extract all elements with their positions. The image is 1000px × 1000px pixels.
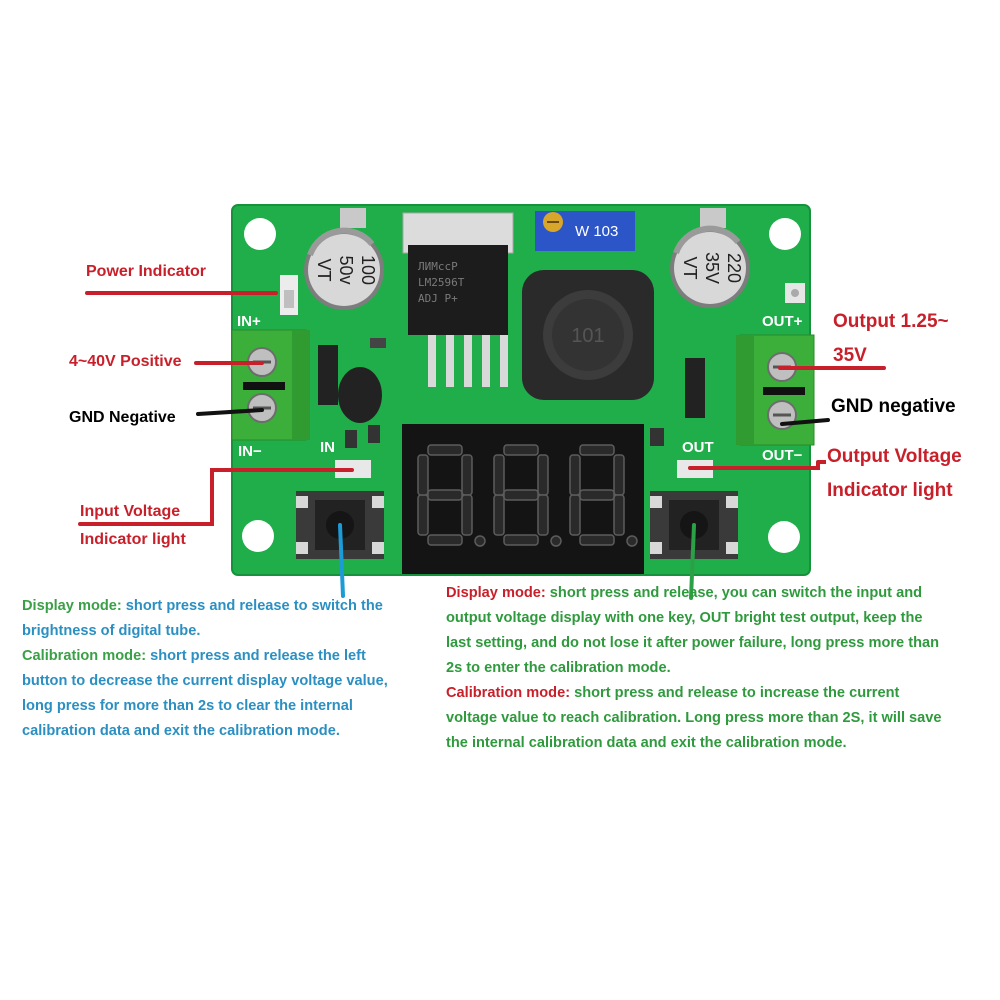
- output-terminal-block: [736, 334, 815, 446]
- silk-out: OUT: [682, 439, 714, 456]
- right-calibration-text-3: the internal calibration data and exit t…: [446, 735, 847, 751]
- left-calibration-text-4: calibration data and exit the calibratio…: [22, 723, 340, 739]
- right-display-mode-text-4: 2s to enter the calibration mode.: [446, 660, 671, 676]
- left-button-description: Display mode: short press and release to…: [22, 594, 432, 744]
- right-calibration-text-2: voltage value to reach calibration. Long…: [446, 710, 942, 726]
- digit-1-decimal-point: [474, 535, 486, 547]
- silk-out-minus: OUT−: [762, 447, 803, 464]
- right-button-description: Display mode: short press and release, y…: [446, 581, 991, 756]
- digit-2-segment-1: [503, 444, 539, 456]
- callout-lines: [78, 291, 886, 600]
- inductor: 101: [522, 270, 654, 400]
- left-calibration-text-2: button to decrease the current display v…: [22, 673, 388, 689]
- digit-3-decimal-point: [626, 535, 638, 547]
- right-button-pointer: [689, 523, 696, 600]
- right-calibration-heading: Calibration mode:: [446, 685, 571, 701]
- digit-3-segment-4: [579, 534, 615, 546]
- digit-2-segment-2: [537, 454, 549, 496]
- input-led-label-line-1: Input Voltage: [80, 503, 181, 520]
- regulator-line-1: ЛИМccР: [418, 260, 458, 273]
- digit-1-segment-1: [427, 444, 463, 456]
- cap-left-voltage: 50v: [336, 255, 356, 284]
- digit-3-segment-7: [579, 489, 615, 501]
- power-led: [280, 275, 298, 315]
- input-terminal-block: [231, 329, 310, 441]
- pcb-board: [232, 205, 810, 575]
- inductor-label: 101: [571, 325, 604, 347]
- left-calibration-heading: Calibration mode:: [22, 648, 147, 664]
- digit-1-segment-7: [427, 489, 463, 501]
- silk-in-minus: IN−: [238, 443, 262, 460]
- potentiometer: W 103: [535, 211, 635, 251]
- silk-out-plus: OUT+: [762, 313, 803, 330]
- gnd-negative-line: [196, 408, 264, 416]
- seven-segment-display: [402, 424, 644, 574]
- left-display-mode-heading: Display mode:: [22, 598, 122, 614]
- right-display-mode-text-1: short press and release, you can switch …: [545, 585, 923, 601]
- digit-3-segment-5: [569, 494, 581, 536]
- digit-3-segment-6: [569, 454, 581, 496]
- digit-2-segment-7: [503, 489, 539, 501]
- digit-2-segment-4: [503, 534, 539, 546]
- pot-label: W 103: [575, 223, 618, 240]
- mounting-holes: [242, 218, 801, 553]
- power-indicator-label: Power Indicator: [86, 263, 207, 280]
- silk-in-plus: IN+: [237, 313, 261, 330]
- regulator-line-2: LM2596T: [418, 276, 465, 289]
- cap-right-value: 220: [724, 253, 744, 283]
- input-led-label-line-2: Indicator light: [80, 531, 186, 548]
- capacitor-right: 220 35V VT: [670, 208, 750, 308]
- left-display-mode-text-2: brightness of digital tube.: [22, 623, 201, 639]
- regulator-line-3: ADJ P+: [418, 292, 458, 305]
- left-calibration-text-1: short press and release the left: [146, 648, 366, 664]
- right-display-mode-heading: Display mode:: [446, 585, 546, 601]
- right-display-mode-text-2: output voltage display with one key, OUT…: [446, 610, 923, 626]
- digit-1-segment-6: [417, 454, 429, 496]
- cap-right-brand: VT: [680, 256, 700, 279]
- digit-1-segment-3: [461, 494, 473, 536]
- gnd-negative-label: GND Negative: [69, 409, 176, 426]
- silk-in: IN: [320, 439, 335, 456]
- gnd-negative-out-label: GND negative: [831, 396, 956, 417]
- digit-1-segment-2: [461, 454, 473, 496]
- output-range-label: Output 1.25~ 35V: [833, 305, 949, 373]
- right-display-mode-text-3: last setting, and do not lose it after p…: [446, 635, 940, 651]
- digit-3-segment-1: [579, 444, 615, 456]
- digit-2-segment-3: [537, 494, 549, 536]
- capacitor-left: 100 50v VT: [304, 208, 384, 310]
- output-led-label-line-2: Indicator light: [827, 480, 953, 501]
- digit-2-segment-5: [493, 494, 505, 536]
- input-led-label: Input Voltage Indicator light: [80, 498, 186, 554]
- input-led-line: [78, 468, 354, 526]
- right-calibration-text-1: short press and release to increase the …: [570, 685, 900, 701]
- smd-components: [318, 283, 805, 448]
- output-led-label: Output Voltage Indicator light: [827, 440, 962, 508]
- cap-left-value: 100: [358, 255, 378, 285]
- left-button-pointer: [338, 523, 345, 598]
- positive-input-label: 4~40V Positive: [69, 353, 182, 370]
- digit-3-segment-3: [613, 494, 625, 536]
- output-led-label-line-1: Output Voltage: [827, 446, 962, 467]
- digit-2-decimal-point: [550, 535, 562, 547]
- digit-3-segment-2: [613, 454, 625, 496]
- cap-right-voltage: 35V: [702, 252, 722, 284]
- output-range-line-1: Output 1.25~: [833, 311, 949, 332]
- regulator-ic: ЛИМccР LM2596T ADJ P+: [402, 212, 514, 387]
- cap-left-brand: VT: [314, 258, 334, 281]
- output-range-line-2: 35V: [833, 345, 867, 366]
- left-calibration-text-3: long press for more than 2s to clear the…: [22, 698, 353, 714]
- digit-1-segment-5: [417, 494, 429, 536]
- gnd-negative-out-line: [780, 418, 830, 426]
- digit-2-segment-6: [493, 454, 505, 496]
- left-display-mode-text-1: short press and release to switch the: [121, 598, 383, 614]
- digit-1-segment-4: [427, 534, 463, 546]
